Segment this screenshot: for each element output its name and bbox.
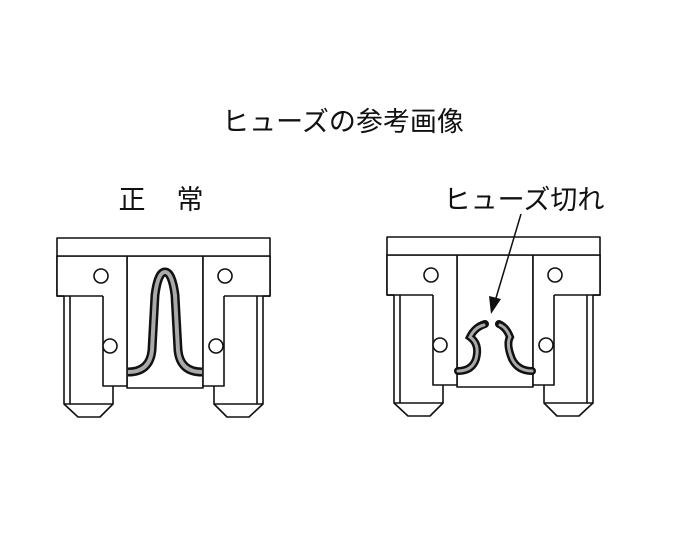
diagram-title: ヒューズの参考画像 (222, 107, 464, 138)
normal-fuse-label: 正 常 (118, 185, 206, 216)
broken-fuse-wire (454, 320, 536, 375)
intact-fuse-wire (127, 267, 203, 377)
normal-fuse (56, 237, 271, 418)
blown-fuse-label: ヒューズ切れ (443, 185, 605, 216)
arrow-pointer-icon (489, 213, 522, 314)
blown-fuse (386, 236, 601, 417)
